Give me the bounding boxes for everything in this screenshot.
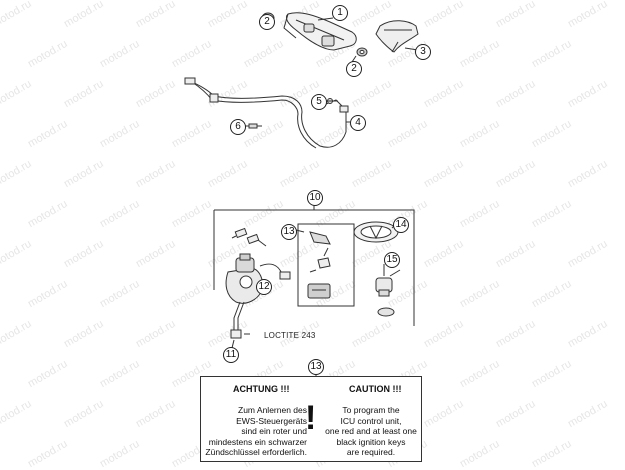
- notice-text-en: To program the ICU control unit, one red…: [325, 405, 417, 457]
- part-13-immobilizer: [307, 231, 331, 299]
- caution-notice-box: ACHTUNG !!! CAUTION !!! Zum Anlernen des…: [200, 376, 422, 462]
- part-6-cable-tie: [248, 123, 262, 129]
- callout-10: 10: [307, 190, 323, 206]
- notice-heading-de: ACHTUNG !!!: [233, 384, 290, 394]
- callout-11: 11: [223, 347, 239, 363]
- part-4-wiring-harness: [184, 77, 349, 149]
- part-15-key-cap: [375, 269, 401, 317]
- part-3-switch-cover: [375, 20, 419, 53]
- loctite-label: LOCTITE 243: [264, 331, 316, 340]
- subkit-frame-13: [297, 223, 355, 307]
- part-2-grommet-lower: [356, 47, 368, 57]
- callout-3: 3: [415, 44, 431, 60]
- callout-4: 4: [350, 115, 366, 131]
- callout-14: 14: [393, 217, 409, 233]
- kit-frame-10: [213, 206, 415, 326]
- callout-1: 1: [332, 5, 348, 21]
- callout-5: 5: [311, 94, 327, 110]
- callout-2-upper: 2: [259, 14, 275, 30]
- callout-13-lower: 13: [308, 359, 324, 375]
- notice-heading-en: CAUTION !!!: [349, 384, 402, 394]
- callout-6: 6: [230, 119, 246, 135]
- callout-13-upper: 13: [281, 224, 297, 240]
- part-12-ignition-lock: [225, 253, 291, 339]
- callout-2-lower: 2: [346, 61, 362, 77]
- callout-12: 12: [256, 279, 272, 295]
- exclamation-icon: !: [305, 399, 317, 437]
- callout-15: 15: [384, 252, 400, 268]
- connector-left: [231, 227, 267, 247]
- part-14-ring-antenna: [353, 221, 399, 243]
- notice-text-de: Zum Anlernen des EWS-Steuergeräts sind e…: [205, 405, 307, 457]
- part-1-switch-housing: [283, 12, 357, 51]
